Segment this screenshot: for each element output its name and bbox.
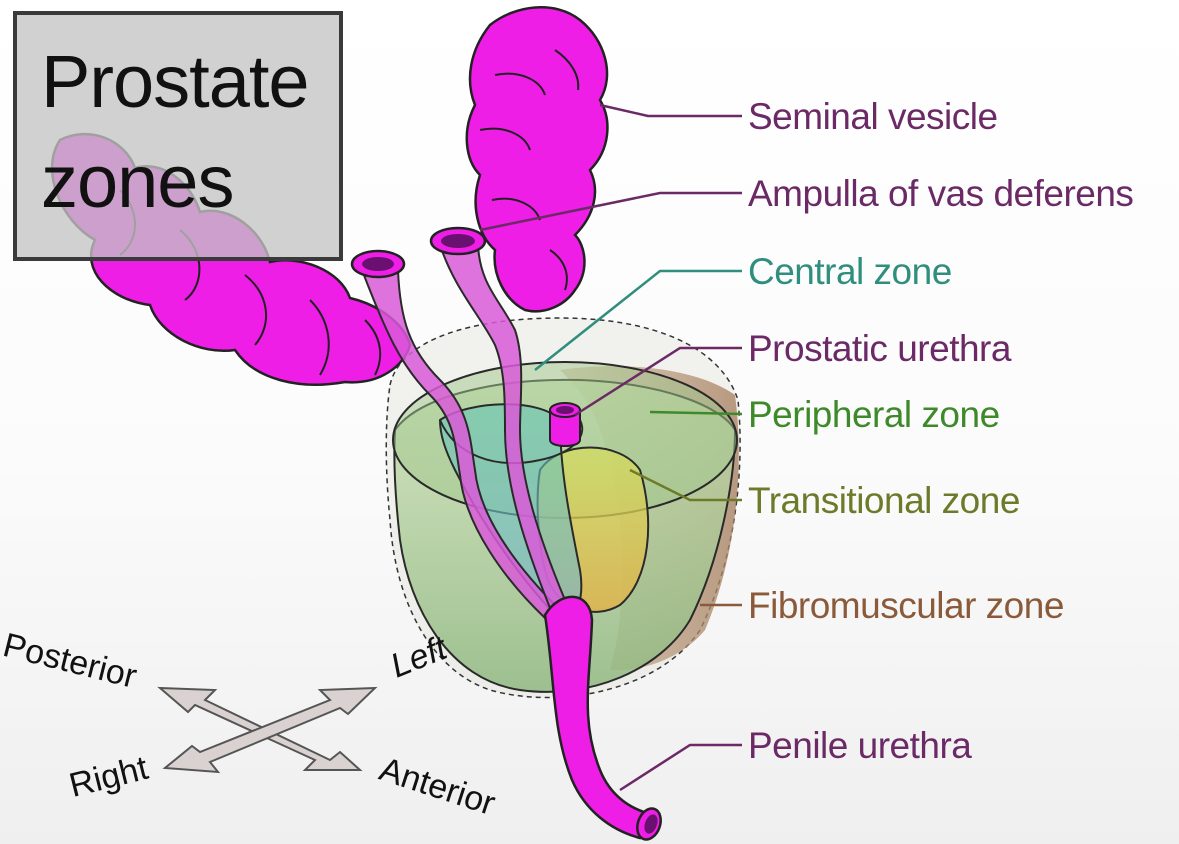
label-prostatic-urethra: Prostatic urethra [748, 330, 1011, 367]
label-transitional-zone: Transitional zone [748, 482, 1020, 519]
leader-penile-urethra [620, 745, 742, 790]
leader-seminal-vesicle [600, 105, 742, 116]
right-seminal-vesicle [467, 7, 608, 311]
label-peripheral-zone: Peripheral zone [748, 396, 1000, 433]
title-box: Prostate zones [13, 11, 343, 261]
orientation-compass-icon [160, 688, 375, 772]
label-central-zone: Central zone [748, 253, 952, 290]
label-ampulla-of-vas-deferens: Ampulla of vas deferens [748, 175, 1133, 212]
label-fibromuscular-zone: Fibromuscular zone [748, 587, 1064, 624]
label-seminal-vesicle: Seminal vesicle [748, 98, 998, 135]
title-line-1: Prostate [41, 45, 309, 119]
title-line-2: zones [41, 145, 233, 219]
label-penile-urethra: Penile urethra [748, 727, 971, 764]
